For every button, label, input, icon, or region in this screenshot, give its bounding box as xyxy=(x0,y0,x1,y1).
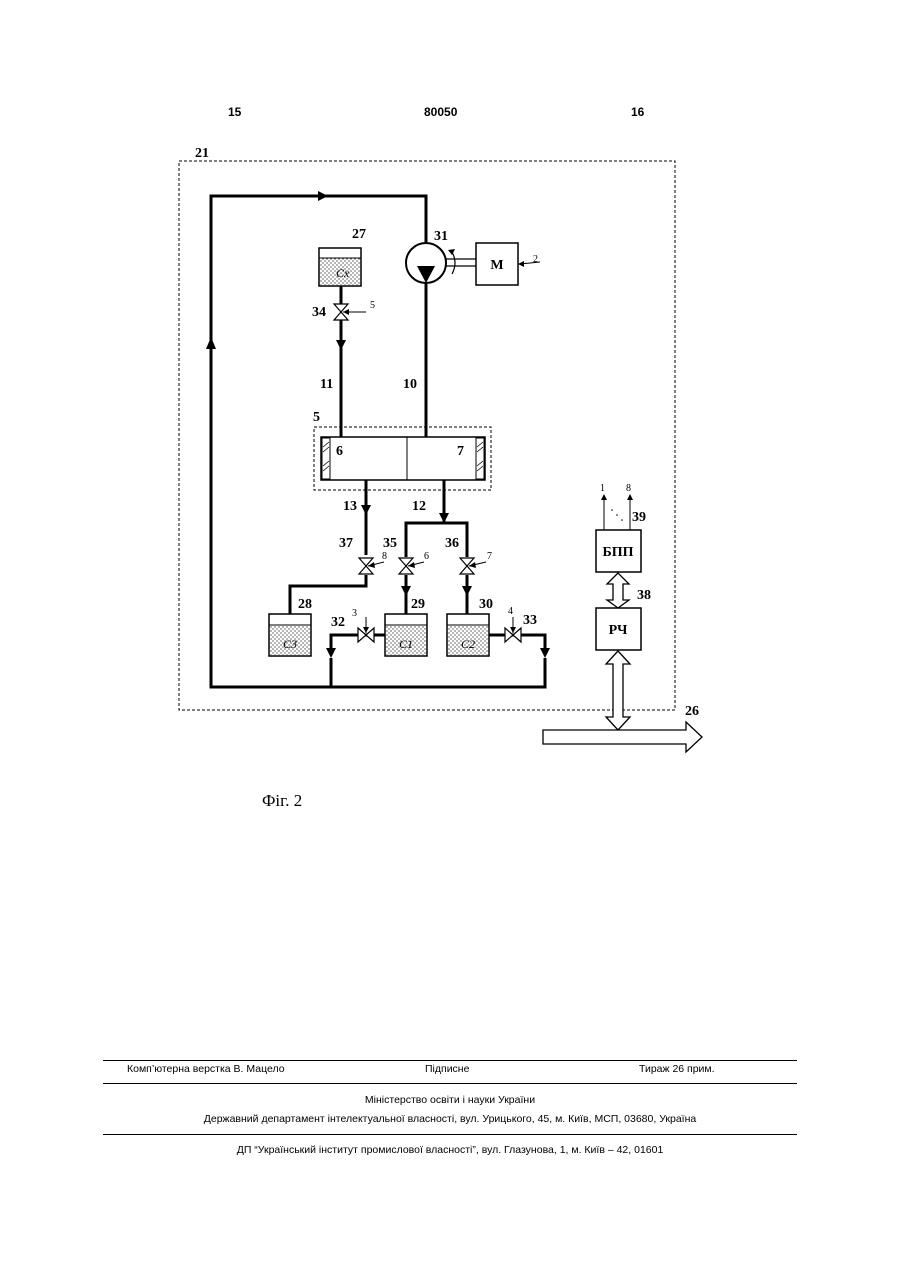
label-36: 36 xyxy=(445,536,459,551)
tank-30-label: C2 xyxy=(461,637,475,651)
label-33: 33 xyxy=(523,613,537,628)
label-32: 32 xyxy=(331,615,345,630)
dot-3 xyxy=(621,519,623,521)
valve-33 xyxy=(505,617,521,642)
pump-31 xyxy=(406,243,476,283)
bpp-output-arrow-1 xyxy=(601,494,607,500)
motor-signal-arrow xyxy=(518,261,524,267)
label-12: 12 xyxy=(412,499,426,514)
label-26: 26 xyxy=(685,704,699,719)
footer-print-run: Тираж 26 прим. xyxy=(639,1063,715,1075)
label-35: 35 xyxy=(383,536,397,551)
footer-rule-top xyxy=(103,1060,797,1061)
label-37: 37 xyxy=(339,536,353,551)
bus-26 xyxy=(543,722,702,752)
tank-27-label: Cx xyxy=(336,266,350,280)
dot-1 xyxy=(611,509,613,511)
signal-2: 2 xyxy=(533,254,538,265)
flow-arrow-top xyxy=(318,191,328,201)
label-39: 39 xyxy=(632,510,646,525)
signal-4: 4 xyxy=(508,606,513,617)
label-5: 5 xyxy=(313,410,320,425)
label-7: 7 xyxy=(457,444,464,459)
valve-34 xyxy=(334,304,366,320)
valve-36 xyxy=(460,558,486,574)
label-29: 29 xyxy=(411,597,425,612)
signal-8-out: 8 xyxy=(626,483,631,494)
flow-arrow-32 xyxy=(326,648,336,658)
valve-37 xyxy=(359,558,384,574)
label-21: 21 xyxy=(195,146,209,161)
footer-institute: ДП “Український інститут промислової вла… xyxy=(103,1144,797,1156)
flow-arrow-33 xyxy=(540,648,550,658)
bpp-label: БПП xyxy=(602,545,633,560)
tank-29-label: C1 xyxy=(399,637,413,651)
signal-8: 8 xyxy=(382,551,387,562)
label-10: 10 xyxy=(403,377,417,392)
figure-caption: Фіг. 2 xyxy=(262,791,302,810)
label-13: 13 xyxy=(343,499,357,514)
flow-arrow-13 xyxy=(361,505,371,515)
hydraulic-diagram: М Cx xyxy=(0,0,901,830)
link-bus xyxy=(606,651,630,730)
signal-3: 3 xyxy=(352,608,357,619)
signal-7: 7 xyxy=(487,551,492,562)
tank-28-label: C3 xyxy=(283,637,297,651)
valve-32 xyxy=(358,617,374,642)
dot-2 xyxy=(616,514,618,516)
footer-row: Комп’ютерна верстка В. Мацело Підписне Т… xyxy=(103,1063,797,1077)
signal-5: 5 xyxy=(370,300,375,311)
label-31: 31 xyxy=(434,229,448,244)
footer-subscription: Підписне xyxy=(425,1063,469,1075)
flow-arrow-35 xyxy=(401,586,411,596)
label-28: 28 xyxy=(298,597,312,612)
valve-35 xyxy=(399,558,424,574)
footer-department: Державний департамент інтелектуальної вл… xyxy=(103,1113,797,1125)
footer-rule-middle xyxy=(103,1083,797,1084)
outlet-pipes xyxy=(290,480,467,614)
signal-1: 1 xyxy=(600,483,605,494)
link-38 xyxy=(607,573,629,608)
label-27: 27 xyxy=(352,227,366,242)
motor-label: М xyxy=(490,258,503,273)
bpp-outputs xyxy=(604,498,630,530)
signal-6: 6 xyxy=(424,551,429,562)
footer-rule-bottom xyxy=(103,1134,797,1135)
label-34: 34 xyxy=(312,305,326,320)
flow-arrow-36 xyxy=(462,586,472,596)
footer-layout-credit: Комп’ютерна верстка В. Мацело xyxy=(127,1063,285,1075)
label-30: 30 xyxy=(479,597,493,612)
bpp-output-arrow-8 xyxy=(627,494,633,500)
flow-arrow-11 xyxy=(336,340,346,350)
label-38: 38 xyxy=(637,588,651,603)
label-6: 6 xyxy=(336,444,343,459)
label-11: 11 xyxy=(320,377,333,392)
rch-label: РЧ xyxy=(609,623,629,638)
flow-arrow-left xyxy=(206,337,216,349)
footer-ministry: Міністерство освіти і науки України xyxy=(103,1094,797,1106)
